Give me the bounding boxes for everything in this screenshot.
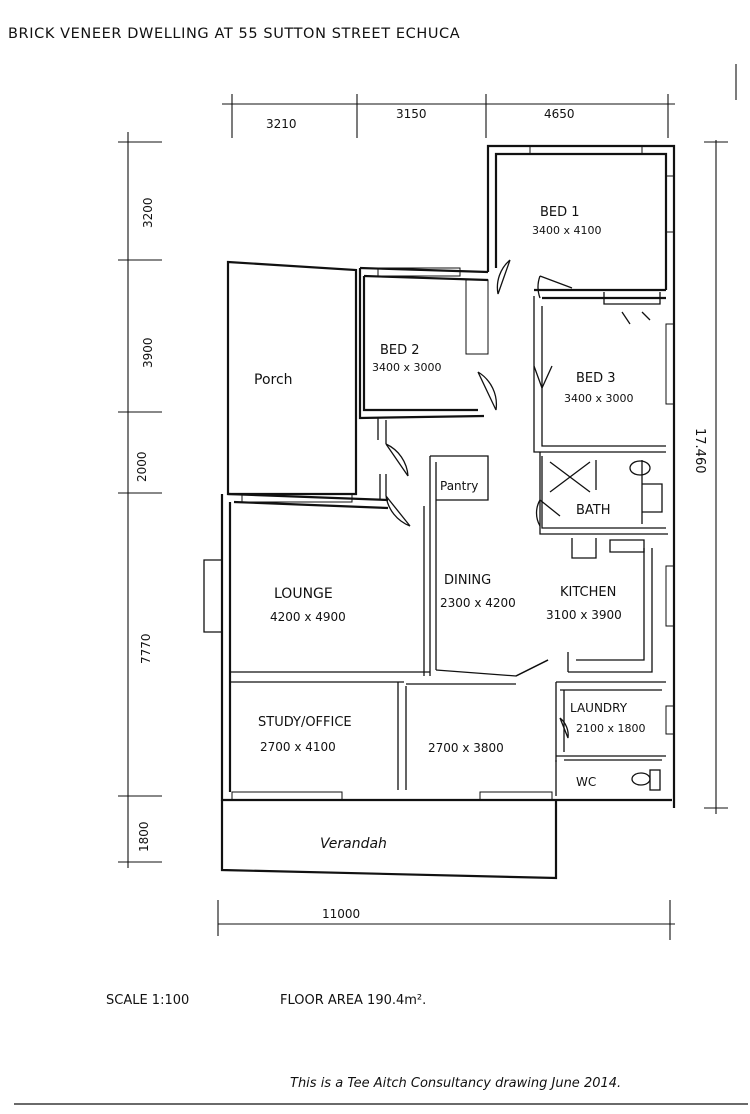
room-wc-name: WC	[576, 775, 596, 789]
right-dimension-line	[704, 64, 737, 814]
door-swings	[385, 259, 651, 739]
plan-title: BRICK VENEER DWELLING AT 55 SUTTON STREE…	[8, 26, 460, 42]
room-kitchen-name: KITCHEN	[560, 585, 616, 600]
dim-left-4: 7770	[139, 633, 153, 664]
bottom-dimension-line	[217, 900, 675, 940]
interior-walls	[230, 292, 668, 796]
dim-right-total: 17.460	[692, 428, 707, 474]
room-bed2-size: 3400 x 3000	[372, 361, 442, 374]
room-mid-size: 2700 x 3800	[428, 741, 504, 755]
top-dimension-line	[222, 94, 675, 138]
floor-area-label: FLOOR AREA 190.4m².	[280, 993, 426, 1008]
dim-left-3: 2000	[135, 451, 149, 482]
room-bed1-name: BED 1	[540, 205, 580, 220]
room-laundry-name: LAUNDRY	[570, 701, 628, 715]
room-laundry-size: 2100 x 1800	[576, 722, 646, 735]
left-dimension-line	[118, 132, 162, 868]
room-kitchen-size: 3100 x 3900	[546, 608, 622, 622]
room-bath-name: BATH	[576, 503, 611, 518]
room-dining-size: 2300 x 4200	[440, 596, 516, 610]
dim-bottom-total: 11000	[322, 907, 360, 921]
room-pantry-name: Pantry	[440, 479, 478, 493]
scale-label: SCALE 1:100	[106, 993, 189, 1008]
room-verandah-name: Verandah	[320, 836, 387, 852]
dim-top-3: 4650	[544, 107, 575, 121]
room-bed3-name: BED 3	[576, 371, 616, 386]
room-study-name: STUDY/OFFICE	[258, 715, 352, 730]
room-bed1-size: 3400 x 4100	[532, 224, 602, 237]
dim-top-2: 3150	[396, 107, 427, 121]
room-study-size: 2700 x 4100	[260, 740, 336, 754]
drawing-credit: This is a Tee Aitch Consultancy drawing …	[290, 1076, 621, 1091]
dim-left-1: 3200	[141, 197, 155, 228]
room-dining-name: DINING	[444, 573, 491, 588]
room-lounge-name: LOUNGE	[274, 586, 333, 602]
dim-left-5: 1800	[137, 821, 151, 852]
room-bed2-name: BED 2	[380, 343, 420, 358]
room-bed3-size: 3400 x 3000	[564, 392, 634, 405]
dim-left-2: 3900	[141, 337, 155, 368]
room-lounge-size: 4200 x 4900	[270, 610, 346, 624]
bath-fixtures	[549, 460, 661, 791]
dim-top-1: 3210	[266, 117, 297, 131]
windows	[231, 145, 675, 801]
room-porch-name: Porch	[254, 372, 293, 388]
verandah-outline	[220, 800, 558, 880]
